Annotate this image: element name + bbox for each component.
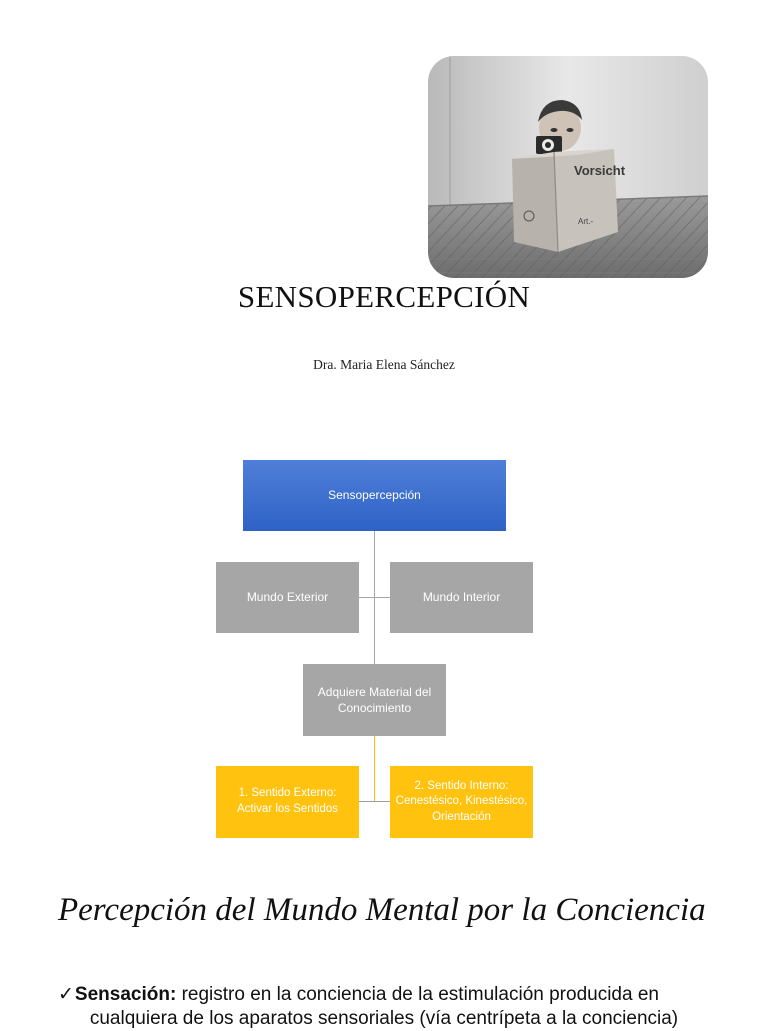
box-sign-text: Vorsicht: [574, 163, 626, 178]
header-photo: Vorsicht Art.-: [428, 56, 708, 278]
diagram-node-root-label: Sensopercepción: [328, 488, 421, 503]
connector-bottom-horizontal: [359, 801, 390, 802]
diagram-node-adquiere-label: Adquiere Material del Conocimiento: [317, 684, 432, 715]
definition-text-line2: cualquiera de los aparatos sensoriales (…: [89, 1008, 679, 1029]
definition-term: Sensación:: [74, 984, 177, 1005]
document-author: Dra. Maria Elena Sánchez: [313, 357, 455, 372]
diagram-node-mundo-exterior-label: Mundo Exterior: [246, 590, 329, 605]
checkmark-icon: ✓: [58, 984, 74, 1005]
connector-middle-down: [374, 736, 375, 802]
diagram-node-root: Sensopercepción: [243, 460, 506, 531]
diagram-node-sentido-externo-label: 1. Sentido Externo: Activar los Sentidos: [237, 787, 338, 815]
section-heading: Percepción del Mundo Mental por la Conci…: [58, 892, 706, 928]
connector-branch-horizontal: [359, 597, 390, 598]
document-title: SENSOPERCEPCIÓN: [237, 279, 531, 314]
diagram-node-sentido-interno: 2. Sentido Interno: Cenestésico, Kinesté…: [390, 766, 533, 838]
diagram-node-mundo-exterior: Mundo Exterior: [216, 562, 359, 633]
box-label-text: Art.-: [578, 217, 593, 226]
diagram-node-mundo-interior-label: Mundo Interior: [422, 590, 501, 605]
definition-text-line1: registro en la conciencia de la estimula…: [176, 984, 659, 1005]
photo-illustration: Vorsicht Art.-: [428, 56, 708, 278]
diagram-node-sentido-externo: 1. Sentido Externo: Activar los Sentidos: [216, 766, 359, 838]
diagram-node-sentido-interno-label: 2. Sentido Interno: Cenestésico, Kinesté…: [395, 779, 528, 823]
diagram-node-adquiere: Adquiere Material del Conocimiento: [303, 664, 446, 736]
diagram-node-mundo-interior: Mundo Interior: [390, 562, 533, 633]
